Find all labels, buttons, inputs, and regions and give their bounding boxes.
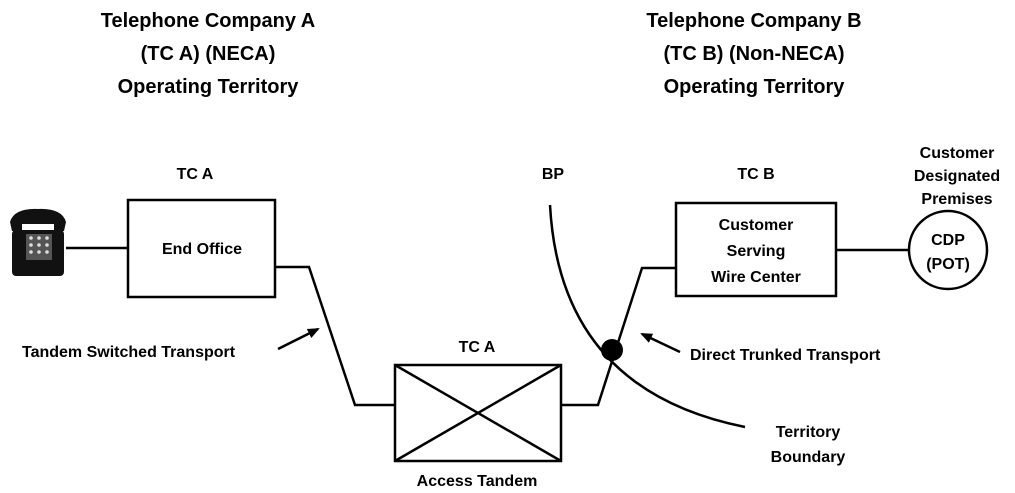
end-office-label: End Office [162,241,242,258]
customer-premises-line-1: Customer [920,145,995,162]
access-tandem-label: Access Tandem [417,473,538,490]
direct-trunked-transport-path [561,266,676,407]
territory-boundary-line-2: Boundary [771,449,846,466]
customer-premises-line-2: Designated [914,168,1000,185]
company-b-header: Telephone Company B (TC B) (Non-NECA) Op… [646,10,861,98]
cdp-circle [907,209,989,291]
direct-trunked-transport-arrow [640,332,681,354]
territory-boundary-line-1: Territory [776,424,841,441]
tandem-switched-transport-path [275,265,395,407]
company-a-subtitle: (TC A) (NECA) [141,43,276,65]
direct-trunked-transport-label: Direct Trunked Transport [690,347,881,364]
company-a-territory: Operating Territory [118,76,300,98]
tc-a-end-office-label: TC A [177,166,214,183]
cdp-label: CDP [931,232,965,249]
customer-serving-wire-center-box [674,201,838,298]
tandem-switched-transport-arrow [277,327,320,351]
tc-a-tandem-label: TC A [459,339,496,356]
bridge-point-node [601,339,623,361]
end-office-box [126,198,277,299]
company-b-subtitle: (TC B) (Non-NECA) [663,43,844,65]
telephone-icon [10,208,66,276]
company-b-territory: Operating Territory [664,76,846,98]
tandem-switched-transport-label: Tandem Switched Transport [22,344,236,361]
company-a-title: Telephone Company A [101,10,315,32]
pot-label: (POT) [926,256,970,273]
company-a-header: Telephone Company A (TC A) (NECA) Operat… [101,10,315,98]
tc-b-label: TC B [737,166,774,183]
cswc-line-2: Serving [727,243,786,260]
access-tandem-box [393,363,563,463]
customer-premises-line-3: Premises [921,191,992,208]
cswc-line-1: Customer [719,217,794,234]
company-b-title: Telephone Company B [646,10,861,32]
bp-label: BP [542,166,565,183]
cswc-line-3: Wire Center [711,269,801,286]
